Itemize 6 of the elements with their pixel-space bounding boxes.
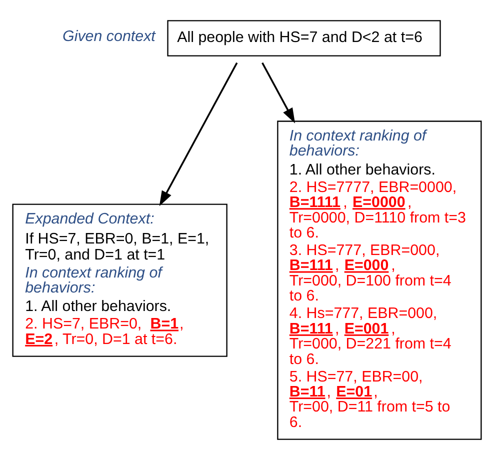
node-box: In context ranking of behaviors: 1. All other behaviors. 2. HS=7777, EBR=0000, B=1111, E=0000, Tr=0000, D=1110 from t=3 to 6. 3. HS=777, EBR=000, B=111, E=000, Tr=000, D=100 from t=4 to 6. 4. Hs=777, EBR=000, B=111, E=001, Tr=000, D=221 from t=4 to 6. 5. HS=77, EBR=00, B=11, E=01, Tr=00, D=11 from t=5 to 6. xyxy=(277,120,482,440)
arrow xyxy=(262,62,296,123)
node-box: All people with HS=7 and D<2 at t=6 xyxy=(167,20,441,56)
node-label: Given context xyxy=(62,28,156,45)
node-box: Expanded Context: If HS=7, EBR=0, B=1, E=1, Tr=0, and D=1 at t=1 In context ranking of behaviors: 1. All other behaviors. 2. HS=7, EBR=0, B=1, E=2, Tr=0, D=1 at t=6. xyxy=(12,203,228,356)
arrow xyxy=(159,62,238,206)
